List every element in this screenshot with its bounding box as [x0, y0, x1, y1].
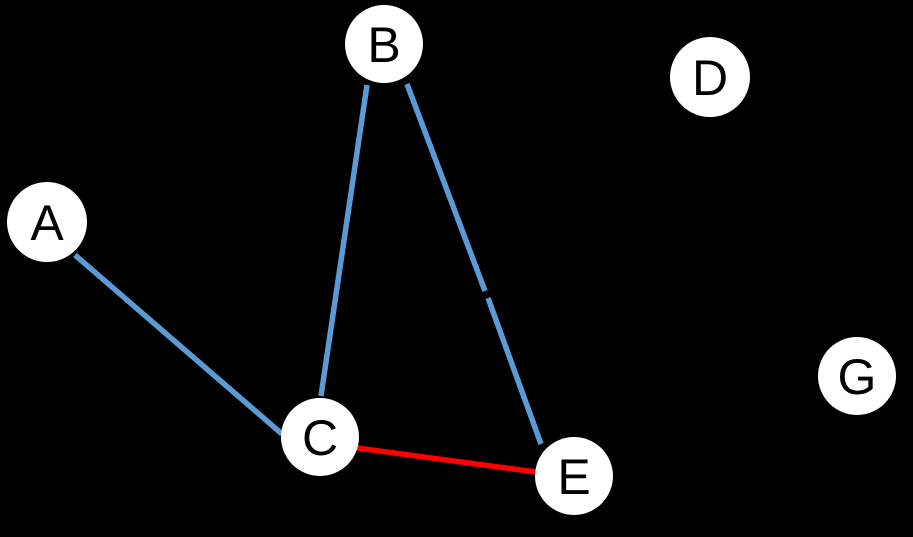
node-G-label: G	[838, 349, 877, 405]
edge-C-E[interactable]	[356, 445, 537, 475]
edge-A-C[interactable]	[73, 252, 284, 437]
edge-B-C[interactable]	[318, 84, 370, 397]
node-C[interactable]: C	[281, 398, 359, 476]
node-G-circle[interactable]	[818, 337, 896, 415]
edge-B-E-segment-1[interactable]	[404, 83, 488, 292]
node-A[interactable]: A	[7, 182, 87, 262]
node-D-circle[interactable]	[670, 37, 750, 117]
node-C-circle[interactable]	[281, 398, 359, 476]
node-E[interactable]: E	[535, 437, 613, 515]
node-E-circle[interactable]	[535, 437, 613, 515]
edge-B-E-segment-2[interactable]	[485, 297, 544, 445]
node-B[interactable]: B	[345, 5, 423, 83]
node-D[interactable]: D	[670, 37, 750, 117]
node-G[interactable]: G	[818, 337, 896, 415]
node-A-label: A	[30, 195, 64, 251]
node-C-label: C	[302, 410, 338, 466]
node-B-circle[interactable]	[345, 5, 423, 83]
node-E-label: E	[557, 449, 590, 505]
node-D-label: D	[692, 50, 728, 106]
node-A-circle[interactable]	[7, 182, 87, 262]
node-B-label: B	[367, 17, 400, 73]
